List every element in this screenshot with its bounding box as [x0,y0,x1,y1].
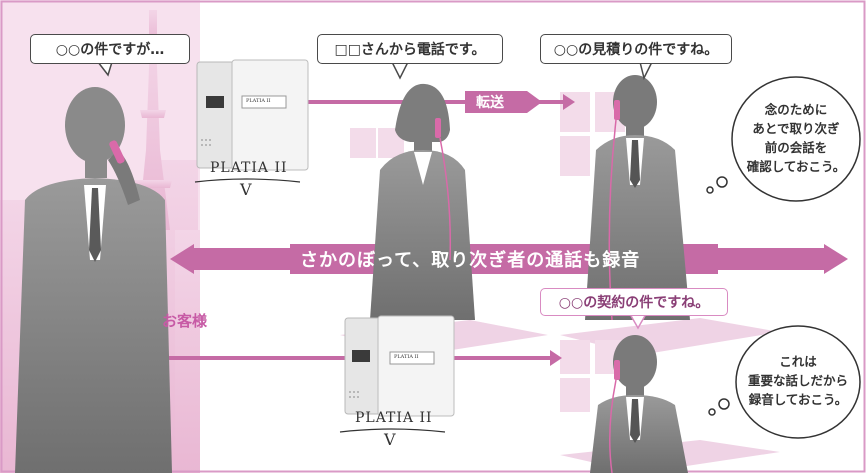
transfer-tag [465,91,527,113]
device-brand-top: PLATIA II [210,160,288,176]
thought-line: 念のために [764,102,828,117]
device-mark-bottom: V [384,430,396,449]
thought-cloud-top [706,76,861,202]
device-brand-bottom: PLATIA II [355,410,433,426]
device-panel-label-top: PLATIA II [246,98,271,104]
speech-bubble-customer: ○○の件ですが… [30,34,190,64]
flow-arrowhead-bottom [550,350,562,366]
banner-label: さかのぼって、取り次ぎ者の通話も録音 [300,250,641,271]
thought-line: これは [779,354,817,369]
flow-line-top-left [200,100,565,104]
speech-bubble-staff-top: ○○の見積りの件ですね。 [540,34,732,64]
bubble-tail-staff-top [639,61,654,81]
thought-text-bottom: これは 重要な話しだから 録音しておこう。 [738,352,858,409]
thought-line: あとで取り次ぎ [752,121,840,136]
staff-top-silhouette [585,75,690,321]
speech-bubble-staff-bottom: ○○の契約の件ですね。 [540,288,728,316]
platia-device-bottom [344,315,455,417]
device-mark-top: V [240,180,252,199]
operator-silhouette [370,83,475,320]
customer-silhouette [15,87,172,473]
logo-swoosh-bottom [339,428,446,433]
thought-line: 確認しておこう。 [746,159,846,174]
platia-device-top [196,59,309,171]
staff-bottom-silhouette [590,335,688,473]
banner-arrow-left [170,244,194,274]
speech-bubble-operator: □□さんから電話です。 [317,34,503,64]
transfer-label: 転送 [476,95,504,111]
logo-swoosh-top [194,178,301,183]
banner-arrow-right [824,244,848,274]
device-panel-label-bottom: PLATIA II [394,354,419,360]
thought-line: 前の会話を [764,140,828,155]
thought-line: 録音しておこう。 [748,392,848,407]
bubble-tail-operator [390,61,410,80]
transfer-arrowhead [527,91,542,113]
thought-text-top: 念のために あとで取り次ぎ 前の会話を 確認しておこう。 [736,100,856,176]
customer-label: お客様 [162,312,208,330]
thought-cloud-bottom [708,325,861,439]
thought-line: 重要な話しだから [747,373,848,388]
